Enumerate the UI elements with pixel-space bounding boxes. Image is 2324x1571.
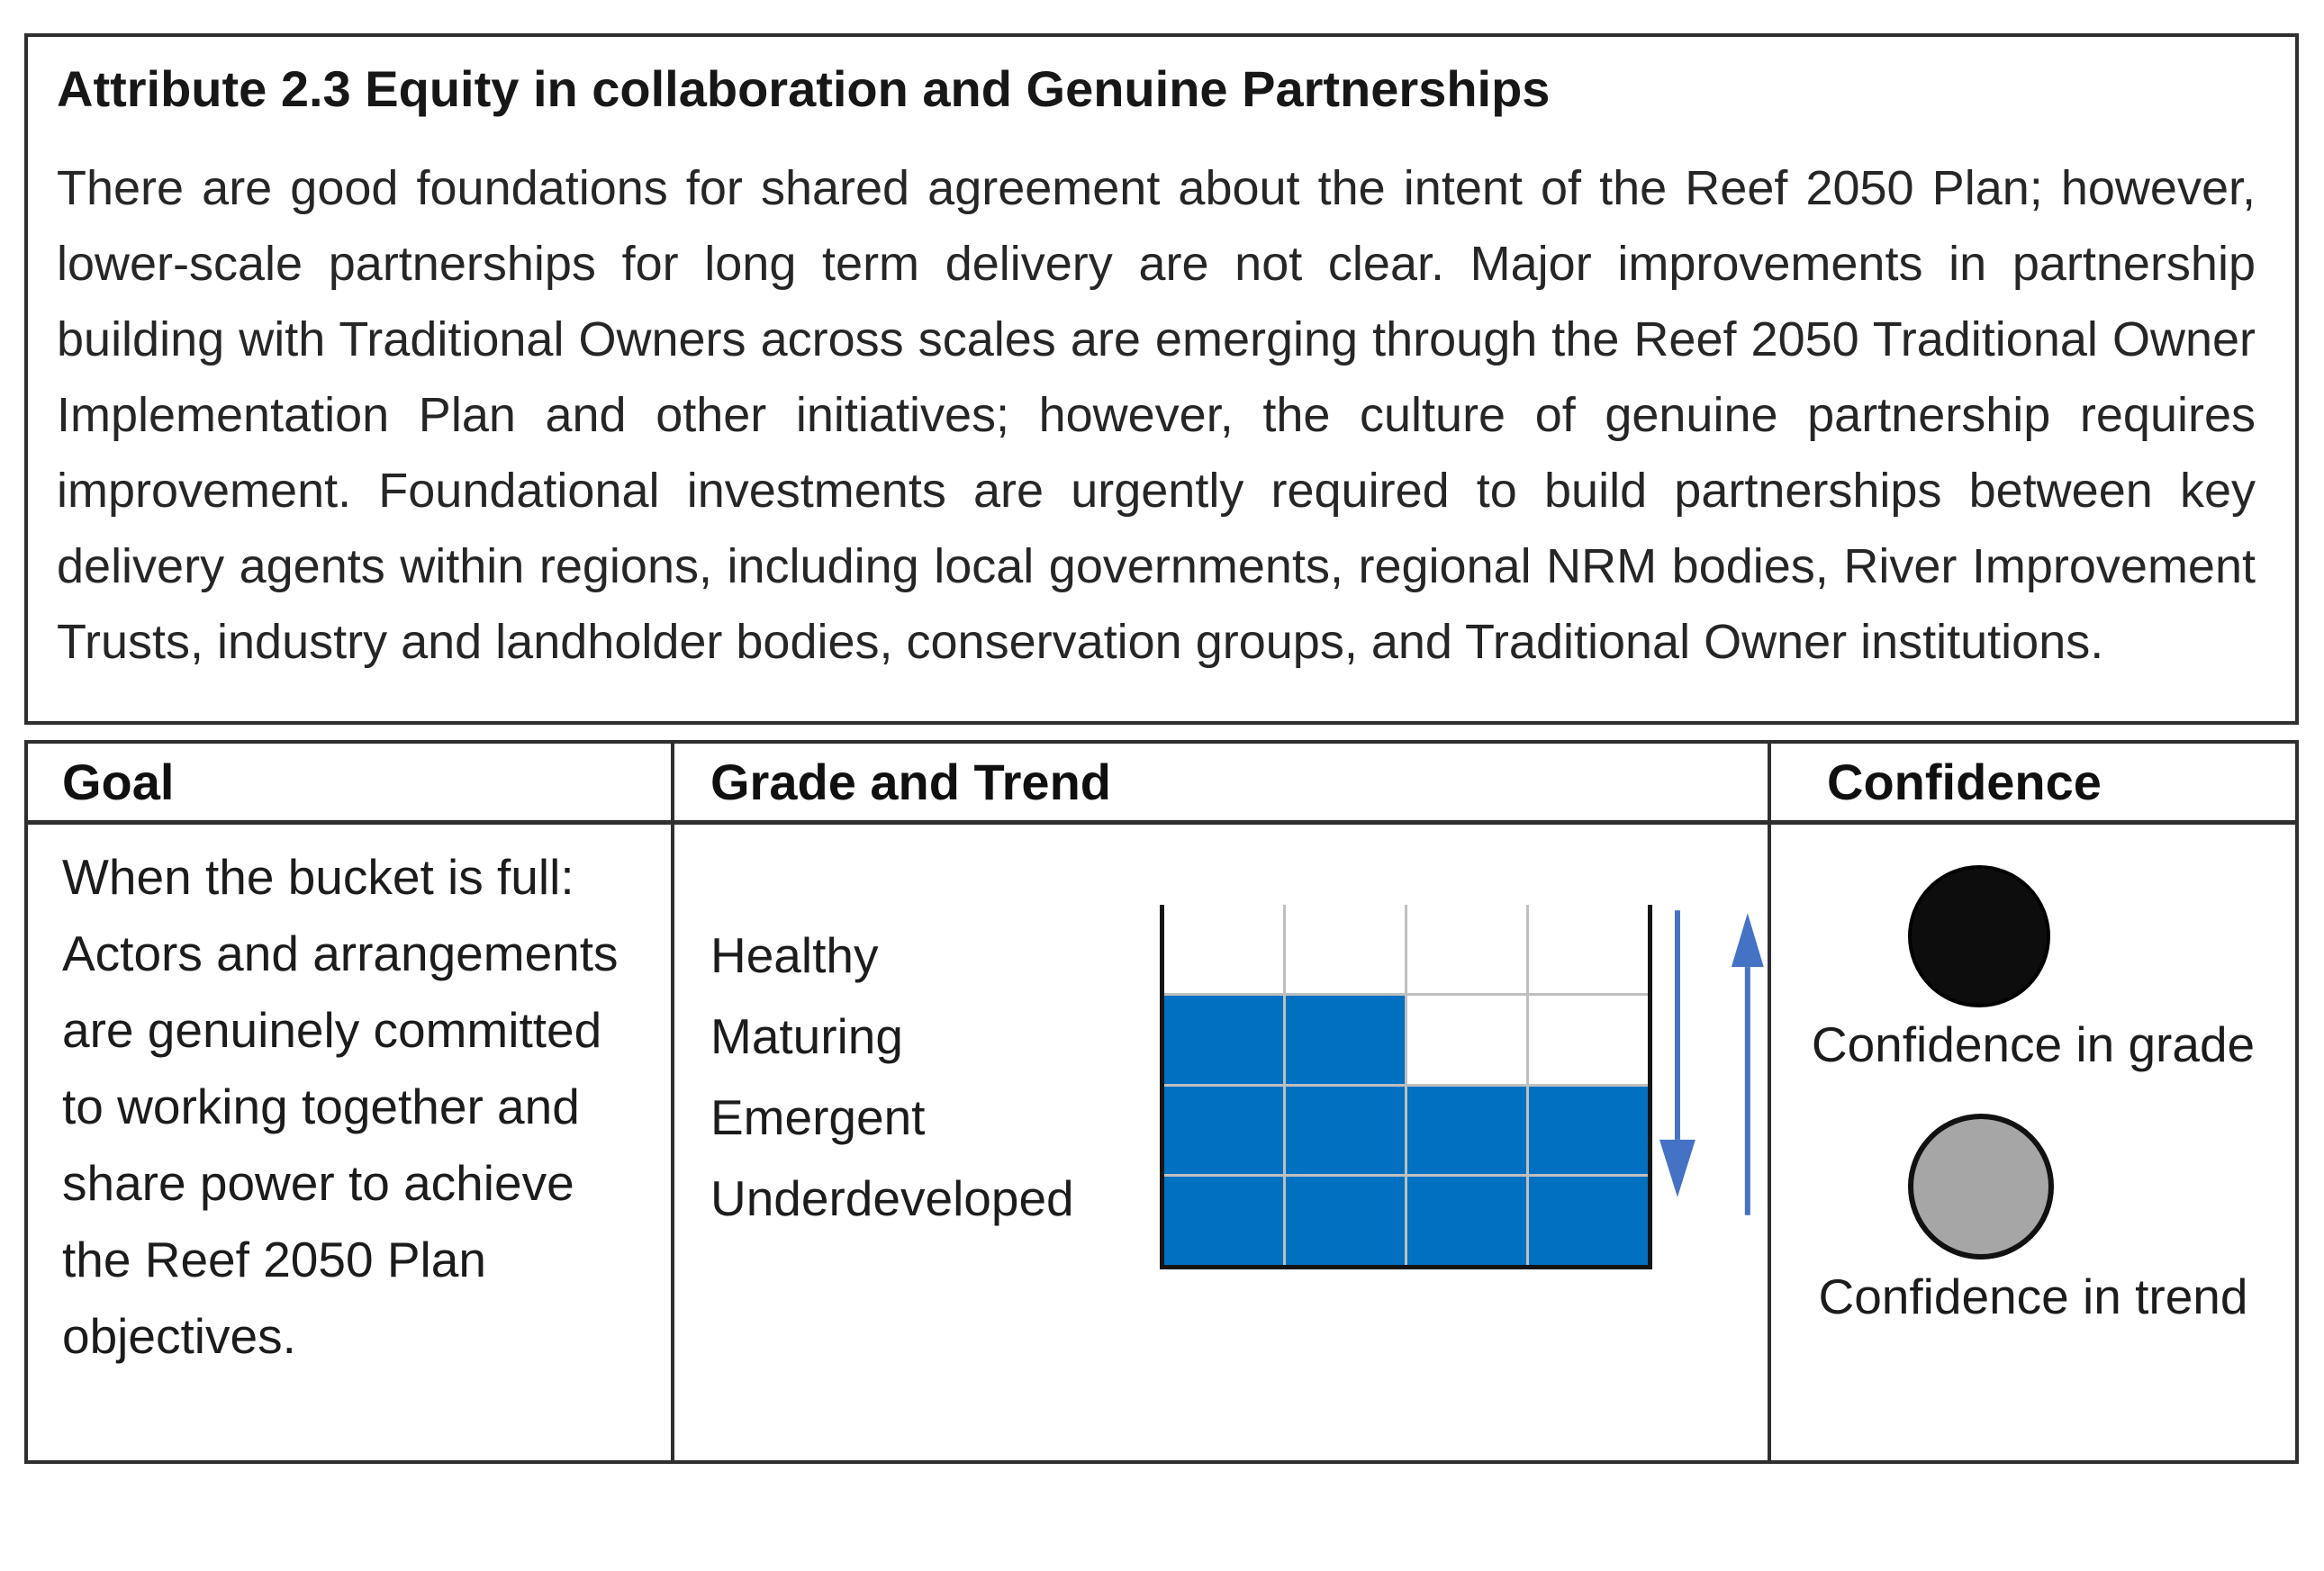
bucket-cell-filled [1286,1086,1406,1175]
bucket-cell-filled [1407,1086,1527,1175]
bucket-cell-filled [1407,1177,1527,1265]
confidence-column-header: Confidence [1771,744,2295,825]
bucket-cell-filled [1164,995,1284,1084]
report-figure: Attribute 2.3 Equity in collaboration an… [24,33,2299,1464]
bucket-cell-empty [1529,995,1649,1084]
attribute-title: Attribute 2.3 Equity in collaboration an… [57,60,1551,117]
confidence-trend-label: Confidence in trend [1818,1269,2248,1324]
goal-text: When the bucket is full: Actors and arra… [62,849,619,1364]
bucket-cell-empty [1407,905,1527,993]
goal-cell: When the bucket is full: Actors and arra… [28,825,674,1460]
bucket-cell-empty [1407,995,1527,1084]
confidence-content: Confidence in grade Confidence in trend [1771,825,2295,1324]
bucket-cell-filled [1529,1086,1649,1175]
attribute-description: There are good foundations for shared ag… [57,161,2256,669]
confidence-grade-circle [1908,865,2050,1007]
grade-level-underdeveloped: Underdeveloped [710,1170,1074,1226]
grade-trend-cell: Healthy Maturing Emergent Underdeveloped [674,825,1771,1460]
assessment-table: Goal Grade and Trend Confidence When the… [24,740,2299,1464]
bucket-chart [1160,905,1653,1269]
grade-level-labels: Healthy Maturing Emergent Underdeveloped [710,915,1160,1239]
grade-level-healthy: Healthy [710,927,879,983]
grade-level-emergent: Emergent [710,1089,926,1145]
attribute-summary-box: Attribute 2.3 Equity in collaboration an… [24,33,2299,725]
trend-down-arrow [1659,910,1696,1197]
confidence-cell: Confidence in grade Confidence in trend [1771,825,2295,1460]
bucket-cell-empty [1286,905,1406,993]
grade-level-maturing: Maturing [710,1008,903,1064]
bucket-cell-filled [1164,1086,1284,1175]
grade-trend-content: Healthy Maturing Emergent Underdeveloped [674,825,1768,1269]
bucket-cell-filled [1286,1177,1406,1265]
trend-arrows [1659,910,1765,1215]
bucket-cell-empty [1529,905,1649,993]
bucket-cell-empty [1164,905,1284,993]
bucket-cell-filled [1286,995,1406,1084]
confidence-trend-circle [1908,1114,2054,1260]
grade-trend-column-header: Grade and Trend [674,744,1771,825]
bucket-cell-filled [1529,1177,1649,1265]
confidence-grade-label: Confidence in grade [1811,1016,2256,1072]
goal-column-header: Goal [28,744,674,825]
bucket-cell-filled [1164,1177,1284,1265]
trend-up-arrow [1732,913,1765,1215]
